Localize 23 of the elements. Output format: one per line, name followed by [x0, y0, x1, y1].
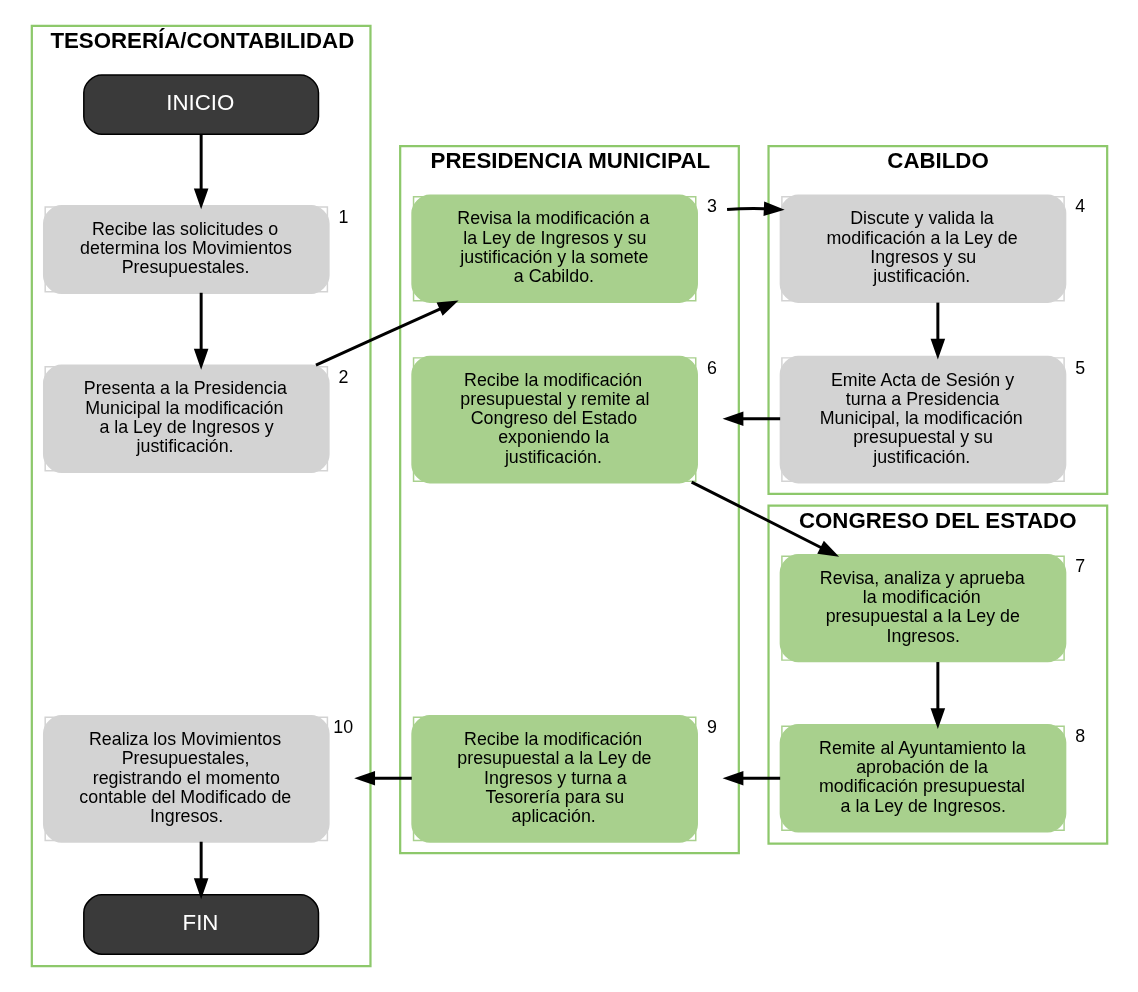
node-label: 10 [332, 717, 353, 738]
node-label: 8 [1074, 725, 1085, 746]
node-label: 4 [1074, 196, 1085, 217]
arrow [193, 292, 208, 370]
arrow [690, 480, 839, 557]
node-label: 6 [706, 357, 717, 378]
node-box: FIN [82, 894, 319, 955]
node-label: 9 [706, 717, 717, 738]
node-label: 7 [1074, 555, 1085, 576]
node-box: INICIO [82, 74, 319, 136]
arrow [353, 770, 412, 786]
arrow [930, 302, 945, 360]
node-label: 2 [338, 366, 348, 387]
arrow [314, 300, 459, 367]
arrow [722, 770, 780, 786]
arrow [930, 662, 945, 729]
arrow [193, 134, 208, 210]
node-label: 1 [338, 206, 348, 227]
arrow [193, 841, 208, 900]
arrow [722, 411, 780, 427]
node-label: 3 [706, 196, 717, 217]
node-label: 5 [1074, 357, 1085, 378]
arrow [726, 201, 785, 216]
